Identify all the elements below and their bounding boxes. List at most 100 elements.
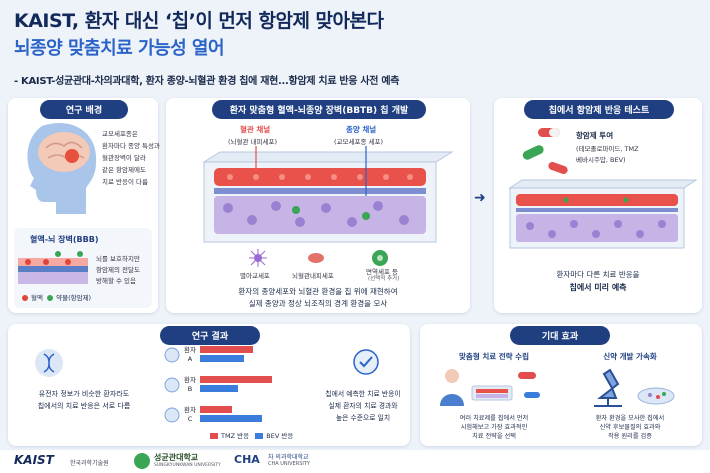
test-caption: 환자마다 다른 치료 반응을 칩에서 미리 예측 xyxy=(494,268,702,294)
microscope-icon xyxy=(594,368,622,407)
bar-tmz xyxy=(200,406,232,413)
effects-left-1: 여러 치료제를 칩에서 먼저 xyxy=(459,415,529,422)
blood-legend-label: 혈액 xyxy=(31,294,43,302)
bev-legend-swatch xyxy=(255,433,264,439)
effects-right-2: 신약 후보물질의 효과와 xyxy=(599,424,661,431)
bev-legend-label: BEV 반응 xyxy=(266,432,294,440)
effects-right-3: 작용 원리를 검증 xyxy=(608,433,652,440)
results-left-text: 유전자 정보가 비슷한 환자라도 칩에서의 치료 반응은 서로 다름 xyxy=(14,388,154,412)
immune-label: 면역세포 등 xyxy=(366,268,398,276)
bar-bev xyxy=(200,415,262,422)
background-text-2: 환자마다 종양 특성과 xyxy=(102,142,160,150)
bbb-diagram xyxy=(18,251,88,284)
doctor-icon xyxy=(445,369,459,383)
main-subtitle: 뇌종양 맞춤치료 가능성 열어 xyxy=(14,38,225,59)
drug-label: 항암제 투여 xyxy=(576,131,614,140)
test-pill: 칩에서 항암제 반응 테스트 xyxy=(524,100,674,119)
bbb-text-2: 항암제의 전달도 xyxy=(96,266,140,274)
brain-icon xyxy=(38,132,90,172)
astrocyte-label: 별아교세포 xyxy=(240,272,270,280)
patient-label: 환자 xyxy=(184,405,196,414)
test-caption-1: 환자마다 다른 치료 반응을 xyxy=(556,270,640,279)
effects-left-3: 치료 전략을 선택 xyxy=(472,433,516,440)
results-pill: 연구 결과 xyxy=(160,326,260,345)
tumor-channel-label: 종양 채널 xyxy=(346,125,377,134)
effects-left-title: 맞춤형 치료 전략 수립 xyxy=(459,352,529,361)
arrow-right-icon: ➜ xyxy=(474,190,486,206)
bar-bev xyxy=(200,355,244,362)
chart-legend: TMZ 반응 BEV 반응 xyxy=(210,430,293,440)
vascular-channel-sub: (뇌혈관 내피세포) xyxy=(228,138,277,146)
main-title: KAIST, 환자 대신 ‘칩’이 먼저 항암제 맞아본다 xyxy=(14,10,384,32)
brain-head-illustration xyxy=(27,123,97,214)
test-chip-illustration xyxy=(508,179,698,249)
dna-icon xyxy=(35,349,63,377)
results-right-text: 칩에서 예측한 치료 반응이 실제 환자의 치료 경과와 높은 수준으로 일치 xyxy=(316,388,410,424)
skku-sub: SUNGKYUNKWAN UNIVERSITY xyxy=(154,463,221,468)
effects-right-text: 환자 환경을 모사한 칩에서 신약 후보물질의 효과와 작용 원리를 검증 xyxy=(562,414,698,441)
kaist-sub: 한국과학기술원 xyxy=(70,460,109,467)
cha-logo: CHA xyxy=(234,453,260,466)
drug-sub-2: 베바시주맙, BEV) xyxy=(576,156,626,164)
bbb-text-3: 방해할 수 있음 xyxy=(96,277,137,285)
patient-label: 환자 xyxy=(184,375,196,384)
patient-avatar-icon xyxy=(164,407,180,423)
skku-logo: 성균관대학교 xyxy=(154,453,199,462)
chip-pill: 환자 맞춤형 혈액-뇌종양 장벽(BBTB) 칩 개발 xyxy=(212,100,426,119)
results-left-2: 칩에서의 치료 반응은 서로 다름 xyxy=(37,402,131,410)
results-right-3: 높은 수준으로 일치 xyxy=(335,414,391,422)
astrocyte-icon xyxy=(249,249,267,267)
microscope-illustration xyxy=(594,368,675,407)
cha-sub-2: CHA UNIVERSITY xyxy=(268,461,310,467)
test-caption-2: 칩에서 미리 예측 xyxy=(569,283,627,292)
drug-sub-1: (테모졸로마이드, TMZ xyxy=(576,145,639,153)
skku-emblem-icon xyxy=(134,453,150,469)
footer-bar xyxy=(0,450,710,473)
chip-caption: 환자의 종양세포와 뇌혈관 환경을 칩 위에 재현하여 실제 종양과 정상 뇌조… xyxy=(166,286,470,310)
subheading: - KAIST-성균관대-차의과대학, 환자 종양-뇌혈관 환경 칩에 재현..… xyxy=(14,76,400,87)
drug-legend-label: 약물(항암제) xyxy=(56,294,92,302)
effects-left-2: 시험해보고 가장 효과적인 xyxy=(460,424,528,431)
check-circle-icon xyxy=(353,349,379,375)
tmz-legend-swatch xyxy=(210,433,218,439)
chip-caption-1: 환자의 종양세포와 뇌혈관 환경을 칩 위에 재현하여 xyxy=(238,287,398,296)
results-right-2: 실제 환자의 치료 경과와 xyxy=(328,402,398,410)
endothelial-cell-icon xyxy=(308,253,324,263)
tumor-icon xyxy=(65,149,79,163)
immune-sub-label: (선택적 추가) xyxy=(368,276,400,282)
chip-caption-2: 실제 종양과 정상 뇌조직의 경계 환경을 모사 xyxy=(248,299,388,308)
kaist-logo: KAIST xyxy=(14,453,54,467)
tumor-channel-sub: (교모세포종 세포) xyxy=(334,138,383,146)
effects-right-1: 환자 환경을 모사한 칩에서 xyxy=(595,415,665,422)
patient-label: A xyxy=(188,355,193,363)
tmz-legend-label: TMZ 반응 xyxy=(221,432,250,440)
vascular-channel-label: 혈관 채널 xyxy=(240,125,271,134)
effects-pill: 기대 효과 xyxy=(510,326,610,345)
drug-legend-icon xyxy=(47,295,54,301)
background-text-3: 혈관장벽이 달라 xyxy=(102,154,146,162)
patient-avatar-icon xyxy=(164,347,180,363)
patient-label: 환자 xyxy=(184,345,196,354)
blood-legend-icon xyxy=(22,295,28,301)
bar-bev xyxy=(200,385,238,392)
patient-avatar-icon xyxy=(164,377,180,393)
background-pill: 연구 배경 xyxy=(40,100,128,119)
patient-label: B xyxy=(188,385,192,393)
patient-label: C xyxy=(188,415,193,423)
bar-tmz xyxy=(200,376,272,383)
background-text-1: 교모세포종은 xyxy=(102,130,138,138)
immune-cell-icon xyxy=(372,250,388,266)
cha-sub-1: 차 의과학대학교 xyxy=(268,454,309,461)
bbb-legend: 혈액 약물(항암제) xyxy=(22,292,91,302)
effects-left-text: 여러 치료제를 칩에서 먼저 시험해보고 가장 효과적인 치료 전략을 선택 xyxy=(426,414,562,441)
background-text-5: 치료 반응이 다름 xyxy=(102,178,148,186)
background-text-4: 같은 항암제에도 xyxy=(102,166,146,174)
bbb-text-1: 뇌를 보호하지만 xyxy=(96,255,140,263)
bbtb-chip-illustration xyxy=(202,146,454,243)
effects-right-title: 신약 개발 가속화 xyxy=(603,352,657,361)
petri-dish-icon xyxy=(637,387,675,405)
bbb-title: 혈액-뇌 장벽(BBB) xyxy=(30,235,99,244)
doctor-chip-illustration xyxy=(440,369,540,406)
bar-tmz xyxy=(200,346,253,353)
